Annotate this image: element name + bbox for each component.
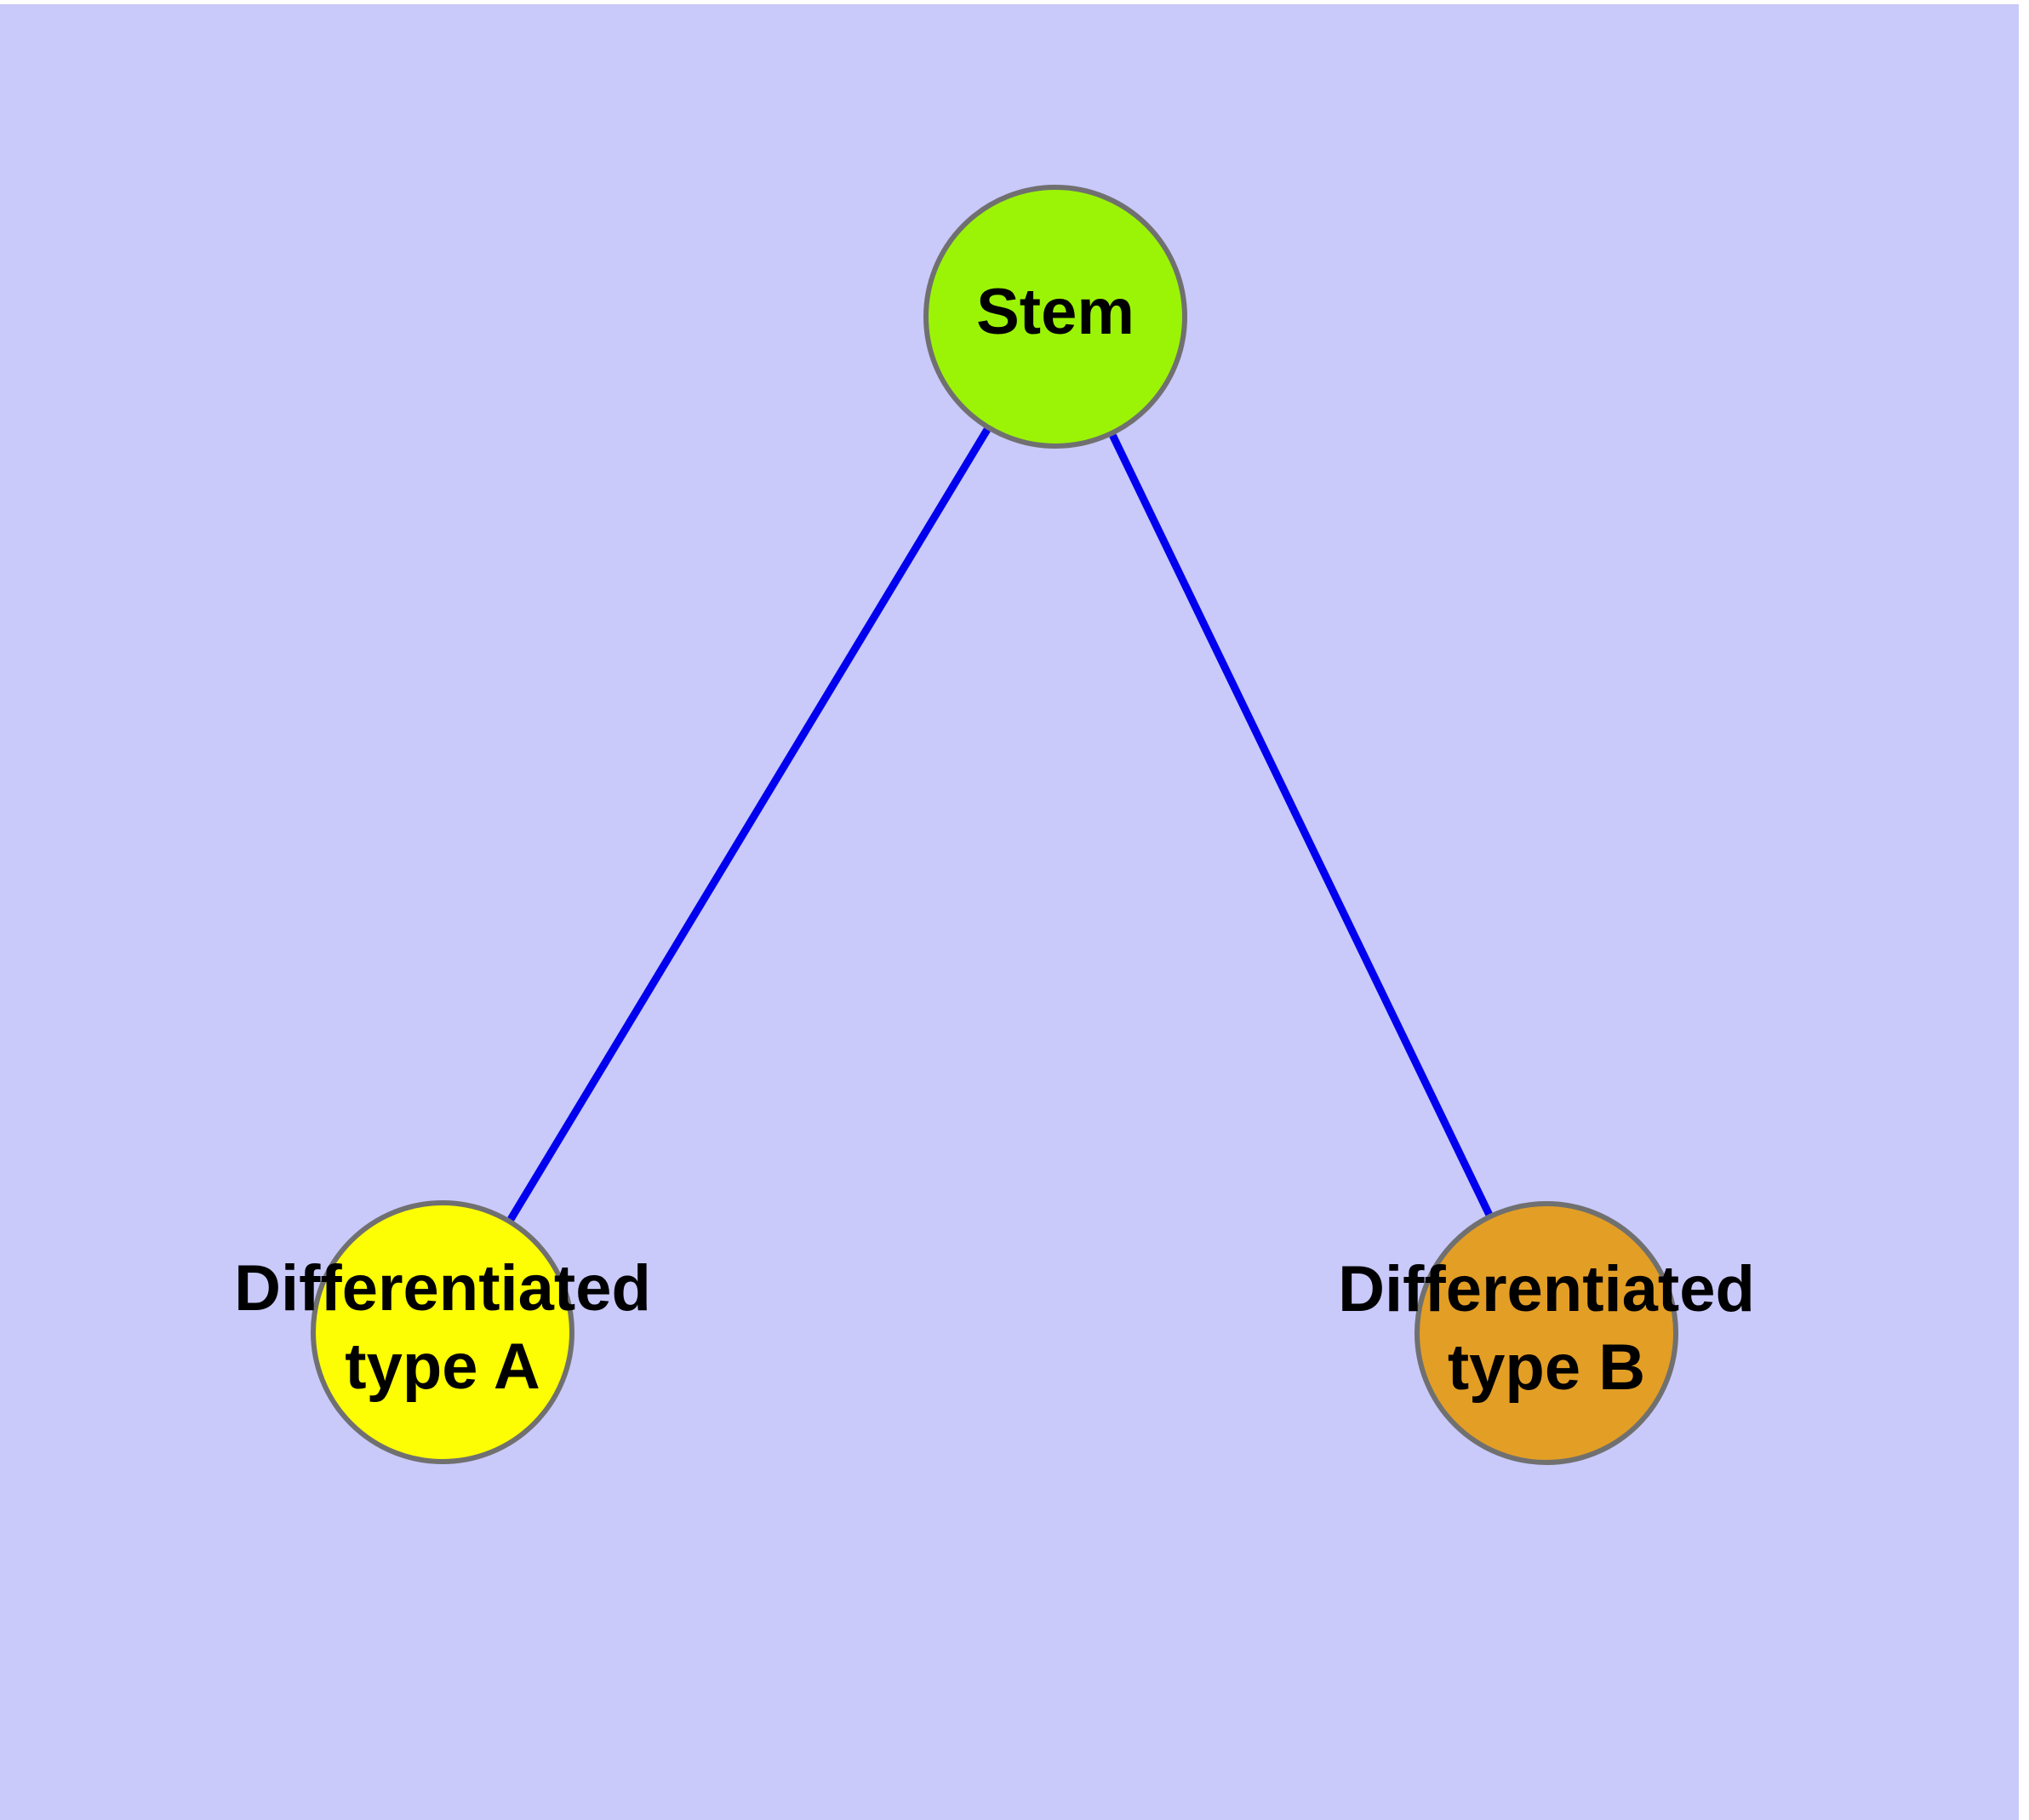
node-circle-diff_b[interactable]	[1415, 1201, 1678, 1465]
edges-layer	[507, 427, 1493, 1222]
node-label-line: type B	[1448, 1331, 1645, 1404]
node-label-line: type A	[345, 1331, 540, 1403]
node-circle-diff_a[interactable]	[311, 1200, 574, 1464]
node-label-line: Differentiated	[1338, 1253, 1755, 1325]
graph-node-stem[interactable]: Stem	[923, 185, 1187, 449]
node-circle-stem[interactable]	[923, 185, 1187, 449]
graph-edge-stem-to-b[interactable]	[1109, 433, 1493, 1216]
node-label-line: Differentiated	[234, 1252, 651, 1325]
node-label-line: Stem	[976, 276, 1135, 348]
node-label-stem: Stem	[976, 276, 1135, 348]
graph-edge-stem-to-a[interactable]	[507, 427, 991, 1222]
